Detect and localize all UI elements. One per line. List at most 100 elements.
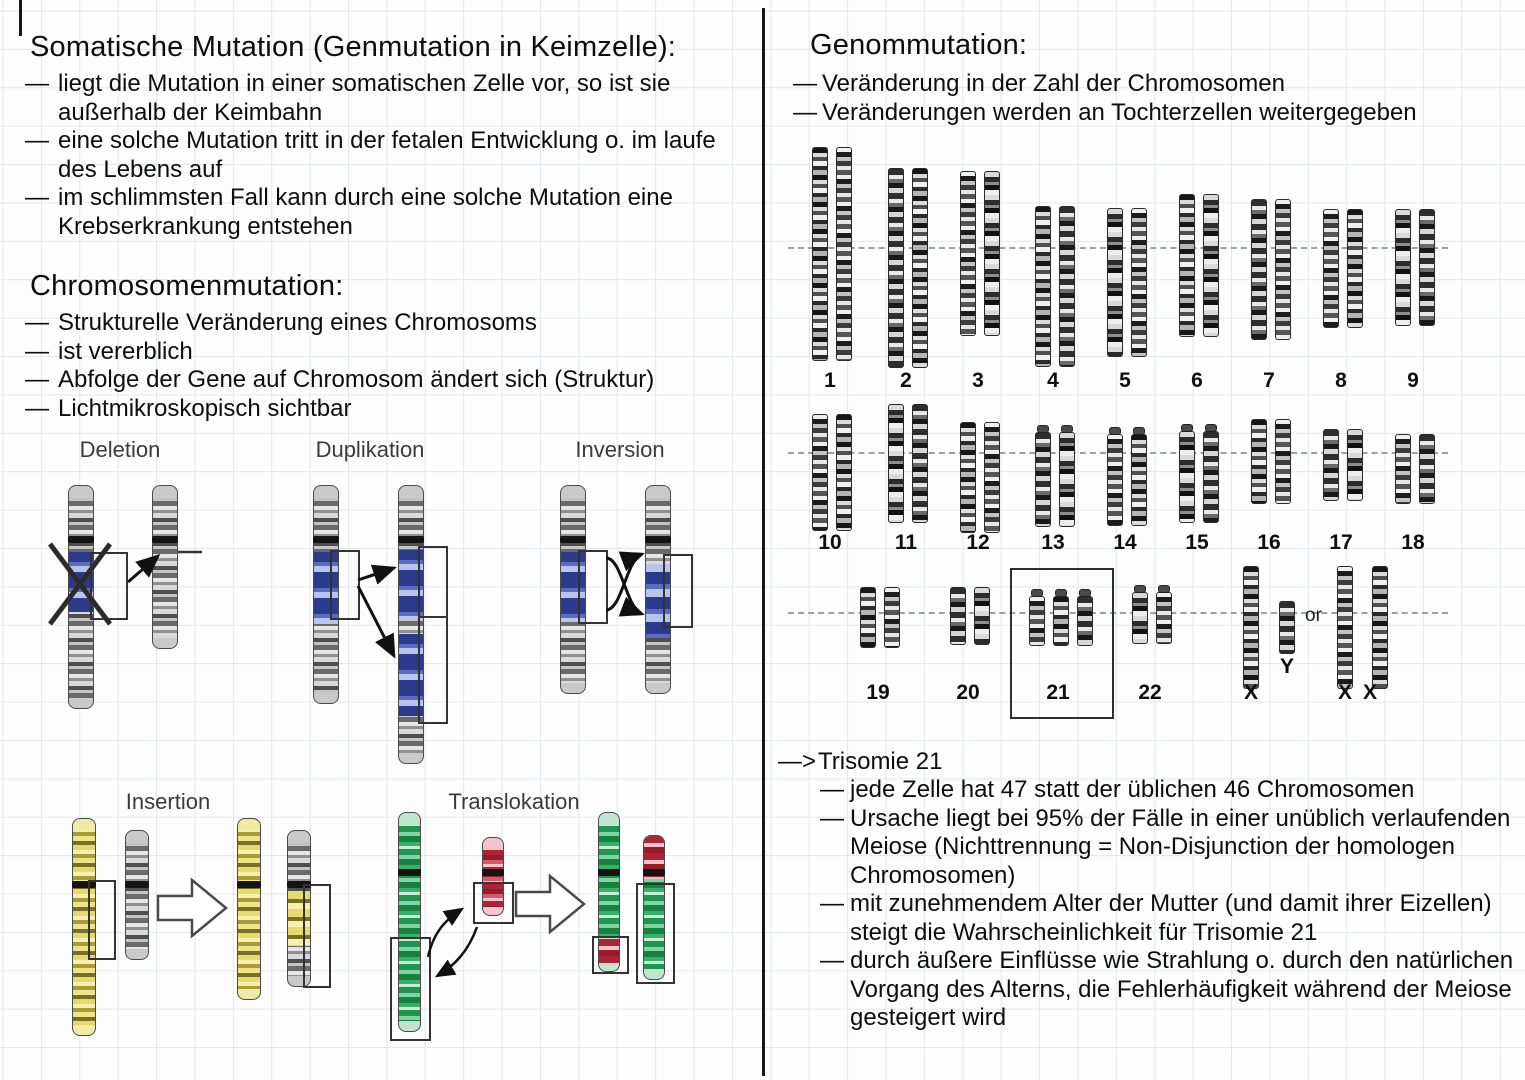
chromosome [1251, 419, 1267, 504]
chromosome [1323, 429, 1339, 501]
chromosome [1323, 209, 1339, 328]
karyotype-pair-1 [812, 147, 852, 361]
chromosome [1029, 596, 1045, 646]
pair-label-19: 19 [866, 681, 890, 704]
centromere-band [598, 869, 620, 876]
karyotype-pair-2 [888, 168, 928, 368]
bullet-text: im schlimmsten Fall kann durch eine solc… [58, 184, 673, 240]
trisomy-21-highlight-box [1010, 568, 1114, 719]
duplikation-chromosome-before [313, 485, 339, 704]
chromosome-mutation-title: Chromosomenmutation: [30, 270, 344, 302]
insertion-target-box [303, 884, 331, 988]
bullet-dash: — [820, 947, 844, 974]
trisomie-21-section: —> Trisomie 21 — jede Zelle hat 47 statt… [778, 747, 1523, 1033]
inversion-source-box [578, 550, 608, 624]
chromosome [1203, 431, 1219, 523]
insertion-result-arrow [156, 877, 228, 939]
diagram-arrows-overlay [48, 542, 645, 978]
label-xx-2: X [1362, 681, 1377, 704]
pair-label-12: 12 [966, 531, 990, 554]
bullet-dash: — [25, 127, 49, 154]
pair-label-18: 18 [1401, 531, 1425, 554]
chromosome [1179, 431, 1195, 523]
chromosome [1203, 194, 1219, 337]
trisomie-bullet-4: — durch äußere Einflüsse wie Strahlung o… [778, 947, 1523, 1033]
chromosome [1419, 434, 1435, 504]
centromere-band [313, 536, 339, 543]
chromosome [1035, 206, 1051, 367]
somatic-bullet-2: — eine solche Mutation tritt in der feta… [25, 127, 725, 184]
centromere-band [72, 881, 96, 888]
deletion-x-mark [48, 542, 112, 626]
somatic-bullet-1: — liegt die Mutation in einer somatische… [25, 70, 725, 127]
karyotype-y [1279, 601, 1295, 654]
label-y: Y [1279, 655, 1294, 678]
bullet-dash: — [820, 804, 844, 832]
karyotype-pair-22 [1132, 592, 1172, 644]
chromosome [1131, 208, 1147, 357]
bullet-dash: — [25, 337, 49, 365]
karyotype-pair-8 [1323, 209, 1363, 328]
duplikation-label: Duplikation [315, 437, 425, 462]
chromo-bullet-4: — Lichtmikroskopisch sichtbar [25, 395, 725, 424]
chromosome [1395, 434, 1411, 504]
chromosome [912, 404, 928, 523]
trisomie-title: Trisomie 21 [818, 748, 943, 775]
chromosome [1419, 209, 1435, 326]
chromosome-x [1337, 566, 1353, 689]
translocation-green-box [390, 937, 431, 1041]
karyotype-pair-11 [888, 404, 928, 523]
genom-bullet-2: — Veränderungen werden an Tochterzellen … [778, 99, 1518, 128]
page-corner-mark [19, 0, 22, 36]
inversion-target-box [663, 554, 693, 628]
trisomie-title-row: —> Trisomie 21 [778, 747, 1523, 776]
pair-label-6: 6 [1191, 369, 1203, 392]
bullet-text: mit zunehmendem Alter der Mutter (und da… [850, 890, 1492, 946]
pair-label-8: 8 [1335, 369, 1347, 392]
bullet-dash: — [793, 98, 817, 126]
chromosome [1131, 434, 1147, 526]
duplikation-arrow-1 [357, 564, 397, 585]
translocated-red-segment [599, 939, 619, 963]
karyotype-pair-5 [1107, 208, 1147, 357]
centromere-band [125, 881, 149, 888]
chromosome [836, 414, 852, 531]
inversion-chromosome-after [645, 485, 671, 694]
bullet-text: Abfolge der Gene auf Chromosom ändert si… [58, 366, 655, 393]
chromosome [1347, 209, 1363, 328]
chromosome [1053, 596, 1069, 646]
pair-label-9: 9 [1407, 369, 1419, 392]
pair-label-10: 10 [818, 531, 842, 554]
chromosome [812, 147, 828, 361]
insertion-label: Insertion [125, 789, 211, 814]
karyotype-pair-18 [1395, 434, 1435, 504]
chromosome [960, 171, 976, 336]
chromosome [1275, 419, 1291, 504]
chromosome [888, 168, 904, 368]
pair-label-14: 14 [1113, 531, 1137, 554]
bullet-text: Lichtmikroskopisch sichtbar [58, 394, 352, 422]
bullet-text: eine solche Mutation tritt in der fetale… [58, 127, 716, 183]
insertion-donor-after [237, 818, 261, 1000]
insertion-donor-before [72, 818, 96, 1036]
right-column: Genommutation: — Veränderung in der Zahl… [778, 28, 1518, 127]
chromosome [984, 171, 1000, 336]
centromere-band [398, 869, 421, 876]
somatic-bullet-3: — im schlimmsten Fall kann durch eine so… [25, 184, 725, 241]
pair-label-4: 4 [1047, 369, 1059, 392]
label-or: or [1305, 605, 1322, 626]
karyotype-pair-3 [960, 171, 1000, 336]
chromosome [812, 414, 828, 531]
chromosome [1179, 194, 1195, 337]
chromosome [1347, 429, 1363, 501]
chromosome [860, 587, 876, 648]
translocated-red-top [644, 836, 664, 879]
inversion-arrow-down [605, 556, 645, 617]
karyotype-pair-6 [1179, 194, 1219, 337]
karyotype-pair-4 [1035, 206, 1075, 367]
chromosome [1132, 592, 1148, 644]
chromo-bullet-2: — ist vererblich [25, 338, 725, 367]
karyotype-pair-9 [1395, 209, 1435, 326]
deletion-arrow [127, 554, 161, 584]
